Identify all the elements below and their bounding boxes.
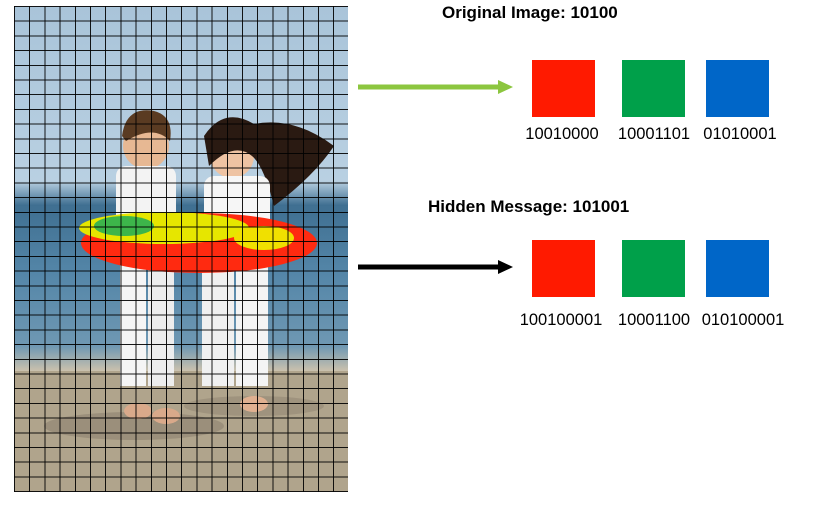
- original-blue-bits: 01010001: [703, 125, 777, 143]
- hidden-green-bits: 10001100: [617, 311, 691, 329]
- children-beach-illustration: [14, 110, 348, 492]
- hidden-red-bits: 100100001: [519, 311, 603, 329]
- original-green-pixel: [622, 60, 685, 117]
- hidden-green-pixel: [622, 240, 685, 297]
- original-blue-pixel: [706, 60, 769, 117]
- original-image-heading: Original Image: 10100: [442, 3, 618, 22]
- grid-photo: [14, 6, 348, 492]
- hidden-blue-bits: 010100001: [701, 311, 785, 329]
- original-red-pixel: [532, 60, 595, 117]
- green-arrow-icon: [358, 80, 513, 94]
- black-arrow-icon: [358, 260, 513, 274]
- original-green-bits: 10001101: [617, 125, 691, 143]
- original-red-bits: 10010000: [525, 125, 599, 143]
- hidden-message-heading: Hidden Message: 101001: [428, 197, 630, 216]
- hidden-blue-pixel: [706, 240, 769, 297]
- hidden-red-pixel: [532, 240, 595, 297]
